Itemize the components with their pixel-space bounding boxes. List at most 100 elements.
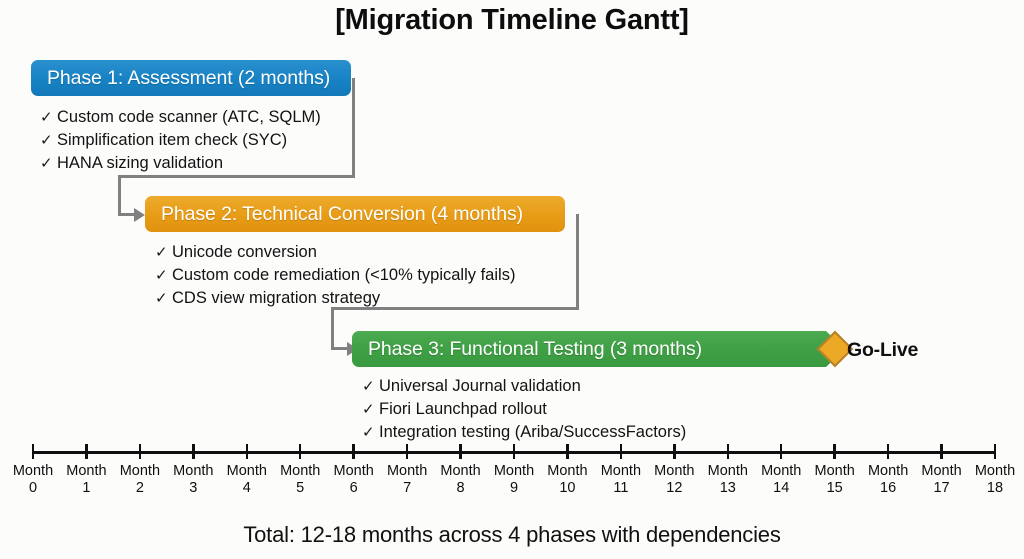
bullet-text: CDS view migration strategy xyxy=(172,289,381,307)
axis-tick xyxy=(726,444,730,459)
axis-tick xyxy=(459,444,462,459)
axis-tick-value: 3 xyxy=(189,480,198,496)
bullet-text: Simplification item check (SYC) xyxy=(57,131,288,149)
axis-tick-unit: Month xyxy=(974,463,1016,479)
axis-tick xyxy=(619,444,623,459)
dependency-connector-2-horizontal xyxy=(331,307,579,310)
axis-tick-value: 1 xyxy=(82,480,91,496)
phase-bar-phase-2[interactable]: Phase 2: Technical Conversion (4 months) xyxy=(145,196,565,232)
bullet-item: ✓ Fiori Launchpad rollout xyxy=(362,398,686,421)
axis-tick-value: 14 xyxy=(773,480,790,496)
check-icon: ✓ xyxy=(40,154,53,172)
axis-tick xyxy=(833,444,836,459)
phase-bar-phase-1[interactable]: Phase 1: Assessment (2 months) xyxy=(31,60,351,96)
axis-tick-value: 15 xyxy=(826,480,843,496)
axis-tick-unit: Month xyxy=(761,463,802,479)
phase-bullets-phase-3: ✓ Universal Journal validation ✓ Fiori L… xyxy=(362,375,686,444)
bullet-item: ✓ Universal Journal validation xyxy=(362,375,686,398)
axis-tick-value: 12 xyxy=(666,480,683,496)
dependency-connector-2-vertical-a xyxy=(576,214,579,310)
check-icon: ✓ xyxy=(155,266,168,284)
dependency-connector-1-vertical-b xyxy=(118,175,121,215)
axis-tick xyxy=(886,444,890,459)
bullet-item: ✓ CDS view migration strategy xyxy=(155,287,515,310)
check-icon: ✓ xyxy=(362,377,375,395)
axis-tick-value: 17 xyxy=(933,480,950,496)
axis-tick-unit: Month xyxy=(493,463,535,479)
bullet-text: Unicode conversion xyxy=(172,243,317,261)
axis-tick-unit: Month xyxy=(547,463,588,479)
dependency-arrow-icon-1 xyxy=(134,207,145,222)
check-icon: ✓ xyxy=(155,243,168,261)
bullet-item: ✓ Custom code scanner (ATC, SQLM) xyxy=(40,106,321,129)
check-icon: ✓ xyxy=(40,131,53,149)
check-icon: ✓ xyxy=(362,400,375,418)
axis-tick xyxy=(298,444,302,459)
axis-tick-unit: Month xyxy=(707,463,748,479)
axis-tick xyxy=(673,444,676,459)
phase-bar-label-phase-1: Phase 1: Assessment (2 months) xyxy=(47,66,331,89)
axis-tick xyxy=(192,444,195,459)
dependency-connector-1-horizontal xyxy=(118,175,355,178)
bullet-item: ✓ HANA sizing validation xyxy=(40,152,321,175)
dependency-connector-2-vertical-b xyxy=(331,307,334,349)
bullet-item: ✓ Simplification item check (SYC) xyxy=(40,129,321,152)
phase-bullets-phase-1: ✓ Custom code scanner (ATC, SQLM) ✓ Simp… xyxy=(40,106,321,175)
bullet-text: Fiori Launchpad rollout xyxy=(379,400,547,418)
dependency-connector-1-stub xyxy=(118,213,136,216)
axis-tick-unit: Month xyxy=(386,463,428,479)
phase-bar-phase-3[interactable]: Phase 3: Functional Testing (3 months) xyxy=(352,331,845,367)
axis-tick-unit: Month xyxy=(173,463,214,479)
axis-tick xyxy=(245,444,249,459)
axis-tick-unit: Month xyxy=(921,463,962,479)
axis-tick xyxy=(993,444,997,459)
milestone-label: Go-Live xyxy=(847,339,919,361)
phase-bar-label-phase-2: Phase 2: Technical Conversion (4 months) xyxy=(161,202,523,225)
axis-tick-value: 13 xyxy=(719,480,736,496)
dependency-connector-2-stub xyxy=(331,347,349,350)
bullet-text: HANA sizing validation xyxy=(57,154,223,172)
axis-tick xyxy=(405,444,409,459)
axis-tick-unit: Month xyxy=(119,463,161,479)
axis-tick xyxy=(566,444,569,459)
axis-tick xyxy=(940,444,943,459)
bullet-text: Integration testing (Ariba/SuccessFactor… xyxy=(379,423,687,441)
axis-tick-value: 7 xyxy=(403,480,412,496)
axis-tick-value: 5 xyxy=(296,480,305,496)
axis-tick xyxy=(352,444,355,459)
axis-tick-unit: Month xyxy=(226,463,267,479)
axis-tick xyxy=(85,444,88,459)
axis-tick-unit: Month xyxy=(867,463,909,479)
phase-bullets-phase-2: ✓ Unicode conversion ✓ Custom code remed… xyxy=(155,241,515,310)
axis-tick-value: 10 xyxy=(559,480,576,496)
dependency-connector-1-vertical-a xyxy=(352,78,355,178)
axis-tick-unit: Month xyxy=(600,463,642,479)
axis-tick-value: 11 xyxy=(613,480,629,496)
axis-tick-unit: Month xyxy=(280,463,321,479)
phase-bar-label-phase-3: Phase 3: Functional Testing (3 months) xyxy=(368,337,703,360)
axis-tick-unit: Month xyxy=(654,463,695,479)
axis-tick-value: 8 xyxy=(456,480,465,496)
bullet-text: Custom code scanner (ATC, SQLM) xyxy=(57,108,321,126)
axis-tick-unit: Month xyxy=(440,463,481,479)
bullet-text: Universal Journal validation xyxy=(379,377,581,395)
bullet-item: ✓ Unicode conversion xyxy=(155,241,515,264)
